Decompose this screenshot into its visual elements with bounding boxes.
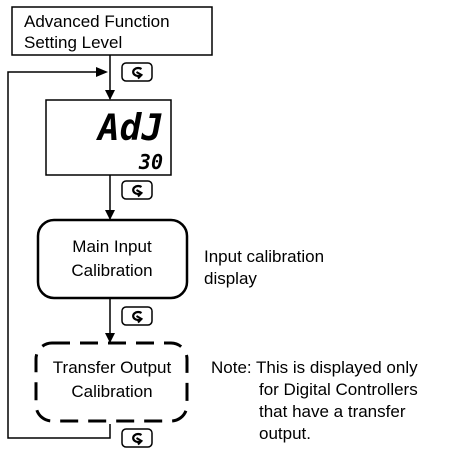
level-box-line1: Advanced Function bbox=[24, 12, 170, 31]
advanced-function-level-box: Advanced Function Setting Level bbox=[11, 6, 213, 56]
return-loop-line bbox=[7, 67, 111, 439]
display-parameter: AdJ bbox=[96, 108, 163, 149]
note-line3: that have a transfer bbox=[259, 402, 406, 421]
level-box-line2: Setting Level bbox=[24, 33, 122, 52]
transfer-line1: Transfer Output bbox=[53, 358, 172, 377]
caption-line2: display bbox=[204, 269, 257, 288]
main-input-line1: Main Input bbox=[72, 237, 152, 256]
display-value: 30 bbox=[138, 150, 163, 174]
parameter-display: AdJ 30 bbox=[45, 99, 172, 176]
main-input-calibration-box: Main Input Calibration bbox=[36, 218, 189, 300]
transfer-output-calibration-box: Transfer Output Calibration bbox=[34, 341, 189, 423]
flow-line-lower bbox=[105, 298, 115, 343]
flow-line-top bbox=[105, 55, 115, 100]
caption-line1: Input calibration bbox=[204, 247, 324, 266]
mode-key-icon bbox=[120, 179, 154, 201]
note-line2: for Digital Controllers bbox=[259, 380, 418, 399]
note-text: Note: This is displayed only for Digital… bbox=[211, 358, 418, 443]
note-line4: output. bbox=[259, 424, 311, 443]
note-line1: Note: This is displayed only bbox=[211, 358, 418, 377]
mode-key-icon bbox=[120, 427, 154, 449]
mode-key-icon bbox=[120, 305, 154, 327]
main-input-line2: Calibration bbox=[71, 261, 152, 280]
main-input-caption: Input calibration display bbox=[204, 247, 324, 288]
mode-key-icon bbox=[120, 61, 154, 83]
transfer-line2: Calibration bbox=[71, 382, 152, 401]
flow-line-mid bbox=[105, 175, 115, 220]
